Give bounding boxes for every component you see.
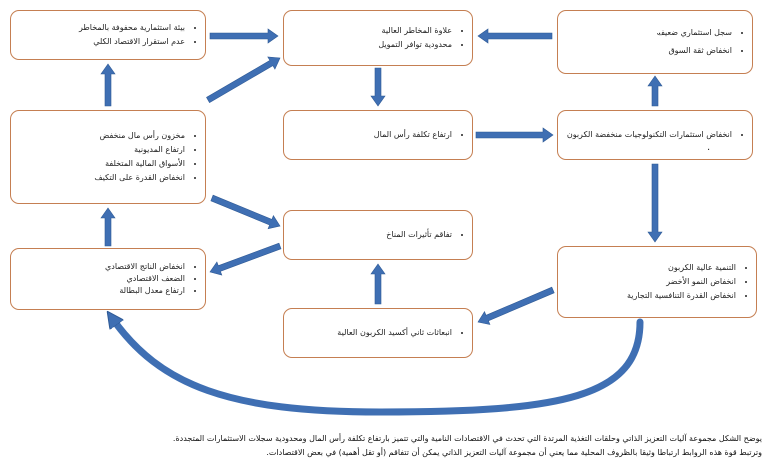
box-item: ارتفاع المديونية [19, 145, 185, 155]
box-item: الضعف الاقتصادي [19, 274, 185, 284]
box-item: انخفاض القدرة على التكيف [19, 173, 185, 183]
arrow-risky-to-risk-premium [209, 28, 279, 44]
box-item: علاوة المخاطر العالية [292, 26, 452, 36]
box-economic-output: انخفاض الناتج الاقتصادي الضعف الاقتصادي … [10, 248, 206, 310]
box-item: الأسواق المالية المتخلفة [19, 159, 185, 169]
box-risky-environment: بيئة استثمارية محفوفة بالمخاطر عدم استقر… [10, 10, 206, 60]
box-climate-impacts: تفاقم تأثيرات المناخ [283, 210, 473, 260]
box-item: ارتفاع تكلفة رأس المال [292, 130, 452, 140]
box-weak-track-record: سجل استثماري ضعيف انخفاض ثقة السوق [557, 10, 753, 74]
box-high-risk-premium: علاوة المخاطر العالية محدودية توافر التم… [283, 10, 473, 66]
arrow-capital-stock-to-climate [210, 194, 281, 230]
arrow-low-carbon-to-track-record [647, 75, 663, 107]
box-item: انبعاثات ثاني أكسيد الكربون العالية [292, 328, 452, 338]
arrow-cost-of-capital-to-low-carbon [475, 127, 554, 143]
box-item: التنمية عالية الكربون [566, 263, 736, 273]
box-item: سجل استثماري ضعيف [566, 28, 732, 38]
arrows-layer [100, 28, 663, 416]
arrow-capital-stock-to-risk-premium [206, 56, 281, 104]
box-item: مخزون رأس مال منخفض [19, 131, 185, 141]
box-item: عدم استقرار الاقتصاد الكلي [19, 37, 185, 47]
box-item: محدودية توافر التمويل [292, 40, 452, 50]
box-item: تفاقم تأثيرات المناخ [292, 230, 452, 240]
figure-caption: يوضح الشكل مجموعة آليات التعزيز الذاتي و… [6, 432, 762, 460]
arrow-capital-stock-to-risky [100, 63, 116, 107]
box-low-carbon-investment: انخفاض استثمارات التكنولوجيات منخفضة الك… [557, 110, 753, 160]
arrow-track-record-to-risk-premium [477, 28, 553, 44]
stray-mark: . [707, 142, 711, 153]
box-item: انخفاض الناتج الاقتصادي [19, 262, 185, 272]
box-item: ارتفاع معدل البطالة [19, 286, 185, 296]
arrow-high-carbon-to-emissions [477, 286, 555, 325]
box-low-capital-stock: مخزون رأس مال منخفض ارتفاع المديونية الأ… [10, 110, 206, 204]
arrow-emissions-to-climate [370, 263, 386, 305]
box-high-carbon-development: التنمية عالية الكربون انخفاض النمو الأخض… [557, 246, 757, 318]
box-item: انخفاض ثقة السوق [566, 46, 732, 56]
box-item: انخفاض استثمارات التكنولوجيات منخفضة الك… [566, 130, 732, 140]
box-item: بيئة استثمارية محفوفة بالمخاطر [19, 23, 185, 33]
arrow-risk-premium-to-cost-of-capital [370, 67, 386, 107]
arrow-feedback-loop [112, 318, 644, 416]
arrow-low-carbon-to-high-carbon [647, 163, 663, 243]
stray-mark: . [658, 26, 662, 37]
arrow-output-to-capital-stock [100, 207, 116, 247]
arrow-climate-to-output [209, 242, 282, 276]
box-high-cost-of-capital: ارتفاع تكلفة رأس المال [283, 110, 473, 160]
box-co2-emissions: انبعاثات ثاني أكسيد الكربون العالية [283, 308, 473, 358]
box-item: انخفاض القدرة التنافسية التجارية [566, 291, 736, 301]
caption-line: وترتبط قوة هذه الروابط ارتباطا وثيقا بال… [266, 448, 762, 457]
caption-line: يوضح الشكل مجموعة آليات التعزيز الذاتي و… [172, 434, 762, 443]
box-item: انخفاض النمو الأخضر [566, 277, 736, 287]
